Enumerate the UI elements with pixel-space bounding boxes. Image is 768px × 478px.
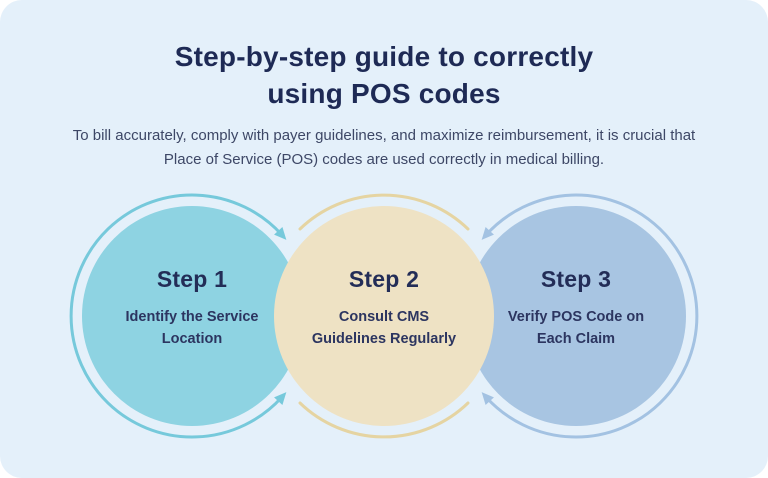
step-2-top-arc [298, 193, 470, 231]
header: Step-by-step guide to correctly using PO… [0, 38, 768, 172]
step-1-description-line-1: Identify the Service [125, 309, 259, 325]
page-title-line-2: using POS codes [267, 78, 501, 109]
step-2-circle [274, 206, 494, 426]
step-2-description-line-2: Guidelines Regularly [311, 331, 457, 347]
step-3-group: Step 3 Verify POS Code on Each Claim [464, 266, 688, 350]
step-2-group: Step 2 Consult CMS Guidelines Regularly [272, 266, 496, 350]
step-2-bottom-arc [298, 401, 470, 439]
step-2-description-line-1: Consult CMS [338, 309, 430, 325]
page-title: Step-by-step guide to correctly using PO… [0, 38, 768, 112]
page-subtitle: To bill accurately, comply with payer gu… [72, 127, 696, 168]
step-3-circle [466, 206, 686, 426]
step-3-description-line-1: Verify POS Code on [507, 309, 645, 325]
page-title-line-1: Step-by-step guide to correctly [174, 41, 594, 72]
step-1-group: Step 1 Identify the Service Location [80, 266, 304, 350]
step-3-description-line-2: Each Claim [536, 331, 616, 347]
step-2-title: Step 2 [348, 266, 420, 292]
step-1-arrow-arc [69, 193, 287, 439]
step-3-arrow-arc [481, 193, 699, 439]
step-1-description: Identify the Service Location [80, 306, 304, 350]
step-3-description: Verify POS Code on Each Claim [464, 306, 688, 350]
step-3-title: Step 3 [540, 266, 612, 292]
step-1-title: Step 1 [156, 266, 228, 292]
step-1-circle [82, 206, 302, 426]
step-2-description: Consult CMS Guidelines Regularly [272, 306, 496, 350]
step-1-description-line-2: Location [161, 331, 223, 347]
